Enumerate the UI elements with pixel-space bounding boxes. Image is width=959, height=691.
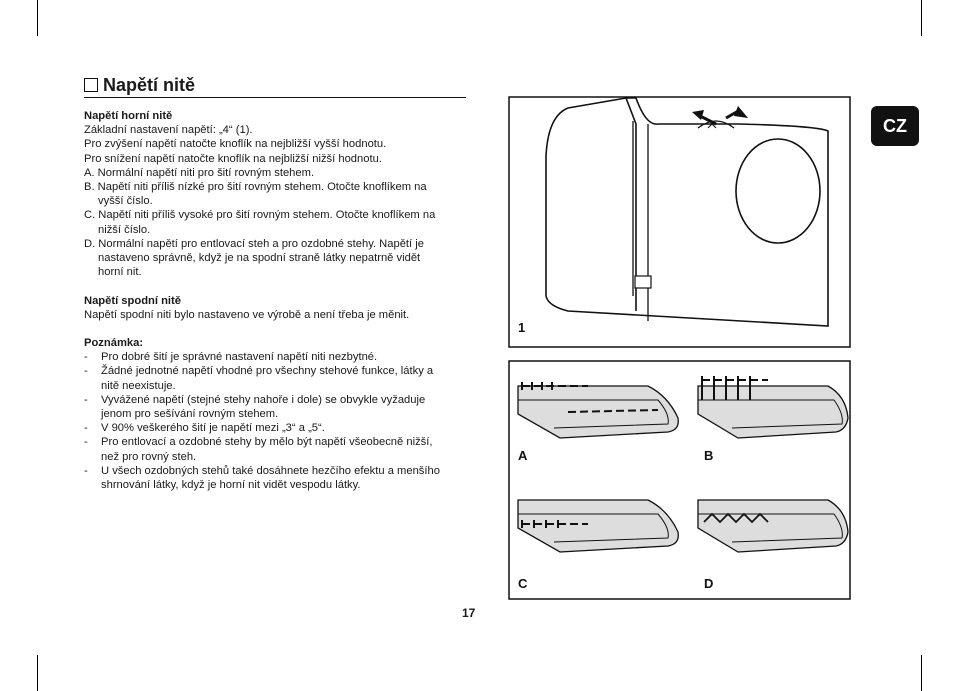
crop-mark	[921, 0, 922, 36]
note-list: -Pro dobré šití je správné nastavení nap…	[84, 350, 468, 492]
item-b-cont: vyšší číslo.	[98, 195, 153, 208]
crop-mark	[921, 655, 922, 691]
note-title: Poznámka:	[84, 337, 144, 349]
list-item: -U všech ozdobných stehů také dosáhnete …	[84, 464, 440, 492]
lower-thread-section: Napětí spodní nitě Napětí spodní niti by…	[84, 294, 468, 322]
figure-label-b: B	[704, 448, 713, 463]
note-section: Poznámka: -Pro dobré šití je správné nas…	[84, 336, 468, 492]
list-item: -Pro dobré šití je správné nastavení nap…	[84, 351, 378, 364]
figure-machine-dial: 1	[508, 96, 851, 348]
section-title: Napětí nitě	[103, 74, 196, 95]
stitch-diagram-a	[517, 382, 679, 439]
crop-mark	[37, 655, 38, 691]
checkbox-square-icon	[84, 78, 98, 92]
page-number: 17	[462, 606, 476, 620]
figure-label-a: A	[518, 448, 528, 463]
item-d-cont: horní nit.	[98, 266, 142, 279]
figure-stitch-diagrams: A B C D	[508, 360, 851, 600]
text-line: Napětí spodní niti bylo nastaveno ve výr…	[84, 309, 410, 322]
text-line: Základní nastavení napětí: „4“ (1).	[84, 124, 253, 137]
upper-thread-title: Napětí horní nitě	[84, 110, 173, 122]
item-d: D. Normální napětí pro entlovací steh a …	[84, 237, 424, 250]
lower-thread-title: Napětí spodní nitě	[84, 295, 181, 307]
list-item: -Vyvážené napětí (stejné stehy nahoře i …	[84, 393, 426, 421]
item-c-cont: nižší číslo.	[98, 223, 151, 236]
figure-label-c: C	[518, 576, 528, 591]
item-b: B. Napětí niti příliš nízké pro šití rov…	[84, 181, 427, 194]
stitch-diagram-c	[517, 499, 679, 553]
crop-mark	[37, 0, 38, 36]
text-line: Pro snížení napětí natočte knoflík na ne…	[84, 152, 382, 165]
stitch-diagram-d	[697, 499, 849, 553]
section-heading: Napětí nitě	[84, 73, 466, 98]
text-line: Pro zvýšení napětí natočte knoflík na ne…	[84, 138, 387, 151]
figure-label-d: D	[704, 576, 713, 591]
figure-label-1: 1	[518, 320, 525, 335]
language-badge: CZ	[871, 106, 919, 146]
item-c: C. Napětí niti příliš vysoké pro šití ro…	[84, 209, 436, 222]
list-item: -Pro entlovací a ozdobné stehy by mělo b…	[84, 436, 433, 463]
list-item: -V 90% veškerého šití je napětí mezi „3“…	[84, 422, 325, 435]
list-item: -Žádné jednotné napětí vhodné pro všechn…	[84, 365, 434, 392]
stitch-diagram-b	[697, 376, 849, 439]
item-a: A. Normální napětí niti pro šití rovným …	[84, 166, 315, 179]
item-d-cont: nastaveno správně, když je na spodní str…	[98, 252, 421, 265]
upper-thread-section: Napětí horní nitě Základní nastavení nap…	[84, 109, 468, 279]
